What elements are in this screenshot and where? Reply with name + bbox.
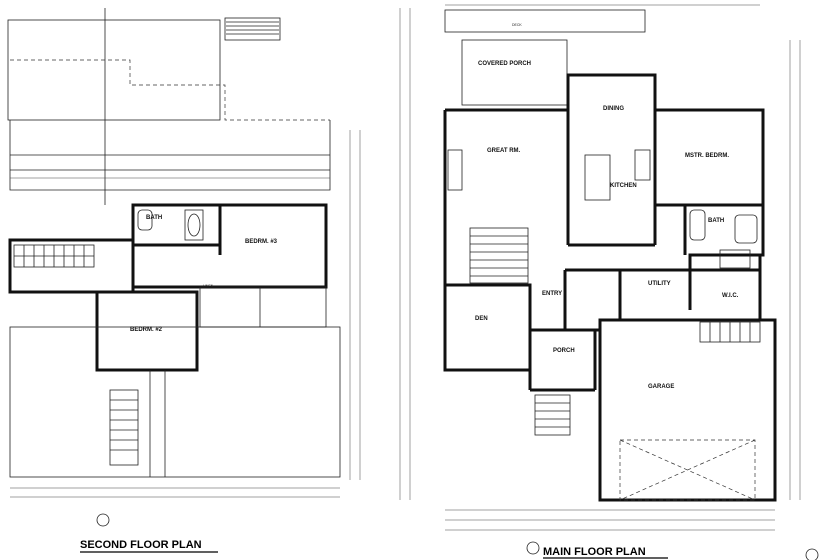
room-label-den: DEN — [475, 316, 488, 322]
room-label-garage: GARAGE — [648, 384, 674, 390]
main-stairs — [469, 227, 761, 343]
room-label-bath: BATH — [146, 215, 162, 221]
main-floor-title: MAIN FLOOR PLAN — [543, 546, 646, 558]
second-stairs — [13, 244, 95, 268]
garage-door-outline — [619, 439, 756, 501]
room-label-dining: DINING — [603, 106, 624, 112]
room-label-bedroom2: BEDRM. #2 — [130, 327, 163, 333]
room-label-mstr-bedrm: MSTR. BEDRM. — [685, 153, 729, 159]
room-label-bedroom3: BEDRM. #3 — [245, 239, 278, 245]
room-label-entry: ENTRY — [542, 291, 562, 297]
room-label-linen: LINEN — [203, 284, 214, 288]
covered-porch-outline — [461, 39, 568, 106]
room-label-kitchen: KITCHEN — [610, 183, 637, 189]
second-roof-outline — [7, 19, 221, 121]
room-label-covered-porch: COVERED PORCH — [478, 61, 531, 67]
room-label-deck: DECK — [512, 23, 522, 27]
room-label-great-rm: GREAT RM. — [487, 148, 521, 154]
kitchen-island — [584, 154, 611, 201]
room-label-wic: W.I.C. — [722, 293, 739, 299]
deck-outline — [444, 9, 646, 33]
second-floor-title: SECOND FLOOR PLAN — [80, 539, 202, 551]
room-label-bath: BATH — [708, 218, 724, 224]
second-floor-plan: BATH BEDRM. #3 BEDRM. #2 LINEN SECOND FL… — [7, 8, 361, 553]
room-label-utility: UTILITY — [648, 281, 671, 287]
main-floor-plan: DECK COVERED PORCH DINING GREAT RM. KITC… — [399, 4, 819, 560]
room-label-porch: PORCH — [553, 348, 575, 354]
second-bedroom2-walls — [95, 290, 199, 372]
